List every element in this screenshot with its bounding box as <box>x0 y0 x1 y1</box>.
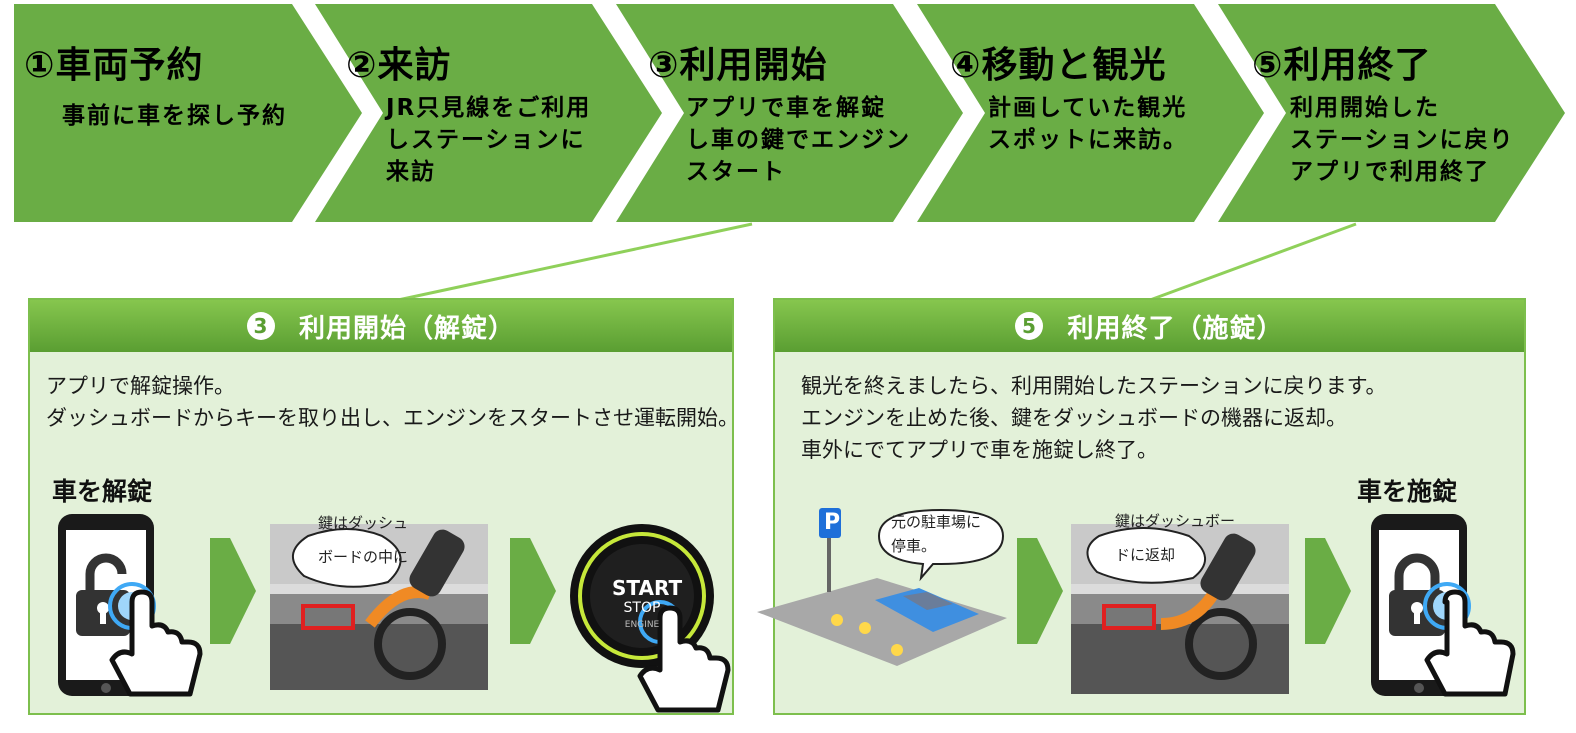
engine-button-start-text: START <box>612 576 683 600</box>
return-bubble-line: 鍵はダッシュボー <box>1115 512 1236 530</box>
chevron-right-icon <box>510 538 556 644</box>
dashboard-key-illustration <box>270 524 488 690</box>
panel-start-title: 利用開始（解錠） <box>298 313 515 344</box>
chevron-right-icon <box>1017 538 1063 644</box>
panel-end-number: 5 <box>1015 312 1044 340</box>
panel-end-desc-line: エンジンを止めた後、鍵をダッシュボードの機器に返却。 <box>801 406 1347 430</box>
connector-step-3 <box>397 222 753 302</box>
step-2-desc-line: 来訪 <box>386 159 436 185</box>
step-5-desc: 利用開始した ステーションに戻り アプリで利用終了 <box>1290 92 1515 188</box>
step-3-desc-line: アプリで車を解錠 <box>686 95 886 121</box>
step-1-arrow <box>14 4 362 222</box>
parking-bubble-line: 元の駐車場に <box>891 513 982 531</box>
parking-sign-text: P <box>823 510 841 535</box>
step-4-desc: 計画していた観光 スポットに来訪。 <box>988 92 1188 156</box>
step-1-desc: 事前に車を探し予約 <box>62 100 287 132</box>
step-5-desc-line: アプリで利用終了 <box>1290 159 1490 185</box>
panel-start: 3 利用開始（解錠） アプリで解錠操作。 ダッシュボードからキーを取り出し、エン… <box>28 298 739 715</box>
step-5-arrow <box>1218 4 1565 222</box>
step-2-title: ②来訪 <box>346 45 452 86</box>
lock-label: 車を施錠 <box>1357 477 1458 506</box>
parking-speech-bubble <box>877 508 1005 582</box>
engine-start-button-icon <box>570 524 731 713</box>
engine-button-stop-text: STOP <box>623 600 661 616</box>
key-bubble-text: 鍵はダッシュ ボードの中に <box>318 506 408 574</box>
parking-lot-illustration <box>757 508 1007 666</box>
panel-end-desc-line: 車外にでてアプリで車を施錠し終了。 <box>801 438 1158 462</box>
engine-button-engine-text: ENGINE <box>624 620 660 630</box>
step-4-desc-line: 計画していた観光 <box>988 95 1188 121</box>
step-3-arrow <box>616 4 963 222</box>
step-2-arrow <box>315 4 662 222</box>
step-1-desc-line: 事前に車を探し予約 <box>62 103 287 129</box>
step-5-desc-line: 利用開始した <box>1290 95 1440 121</box>
step-3-title: ③利用開始 <box>648 45 828 86</box>
step-3-desc-line: し車の鍵でエンジン <box>686 127 911 153</box>
parking-bubble-text: 元の駐車場に 停車。 <box>891 510 981 558</box>
panel-start-header: 3 利用開始（解錠） <box>30 300 732 352</box>
step-2-desc-line: JR只見線をご利用 <box>386 95 592 121</box>
step-arrows <box>14 4 1565 222</box>
phone-unlock-icon <box>58 514 203 697</box>
connector-step-5 <box>1149 222 1357 302</box>
step-4-desc-line: スポットに来訪。 <box>988 127 1188 153</box>
panel-start-desc-line: アプリで解錠操作。 <box>46 374 235 398</box>
panel-end-desc-line: 観光を終えましたら、利用開始したステーションに戻ります。 <box>801 374 1387 398</box>
panel-start-number: 3 <box>246 312 275 340</box>
key-bubble-line: ボードの中に <box>318 548 409 566</box>
step-3-desc-line: スタート <box>686 159 786 185</box>
process-steps: ①車両予約 事前に車を探し予約 ②来訪 JR只見線をご利用 しステーションに 来… <box>0 0 1576 230</box>
panel-end-desc: 観光を終えましたら、利用開始したステーションに戻ります。 エンジンを止めた後、鍵… <box>801 370 1386 466</box>
parking-bubble-line: 停車。 <box>891 537 937 555</box>
key-bubble-line: 鍵はダッシュ <box>318 514 409 532</box>
unlock-label: 車を解錠 <box>52 477 153 506</box>
step-4-arrow <box>917 4 1264 222</box>
chevron-right-icon <box>1305 538 1351 644</box>
panel-end-header: 5 利用終了（施錠） <box>775 300 1524 352</box>
step-3-desc: アプリで車を解錠 し車の鍵でエンジン スタート <box>686 92 911 188</box>
panel-start-desc: アプリで解錠操作。 ダッシュボードからキーを取り出し、エンジンをスタートさせ運転… <box>46 370 739 434</box>
return-bubble-text: 鍵はダッシュボー ドに返却 <box>1115 504 1235 572</box>
phone-lock-icon <box>1371 514 1516 697</box>
panel-end: 5 利用終了（施錠） 観光を終えましたら、利用開始したステーションに戻ります。 … <box>757 298 1526 715</box>
step-4-title: ④移動と観光 <box>950 45 1167 86</box>
step-5-desc-line: ステーションに戻り <box>1290 127 1515 153</box>
panel-end-title: 利用終了（施錠） <box>1067 313 1284 344</box>
dashboard-return-illustration <box>1071 524 1289 694</box>
panel-start-desc-line: ダッシュボードからキーを取り出し、エンジンをスタートさせ運転開始。 <box>46 406 739 430</box>
step-5-title: ⑤利用終了 <box>1252 45 1432 86</box>
chevron-right-icon <box>210 538 256 644</box>
step-2-desc-line: しステーションに <box>386 127 586 153</box>
return-bubble-line: ドに返却 <box>1115 546 1176 564</box>
step-1-title: ①車両予約 <box>24 45 204 86</box>
step-2-desc: JR只見線をご利用 しステーションに 来訪 <box>386 92 591 188</box>
